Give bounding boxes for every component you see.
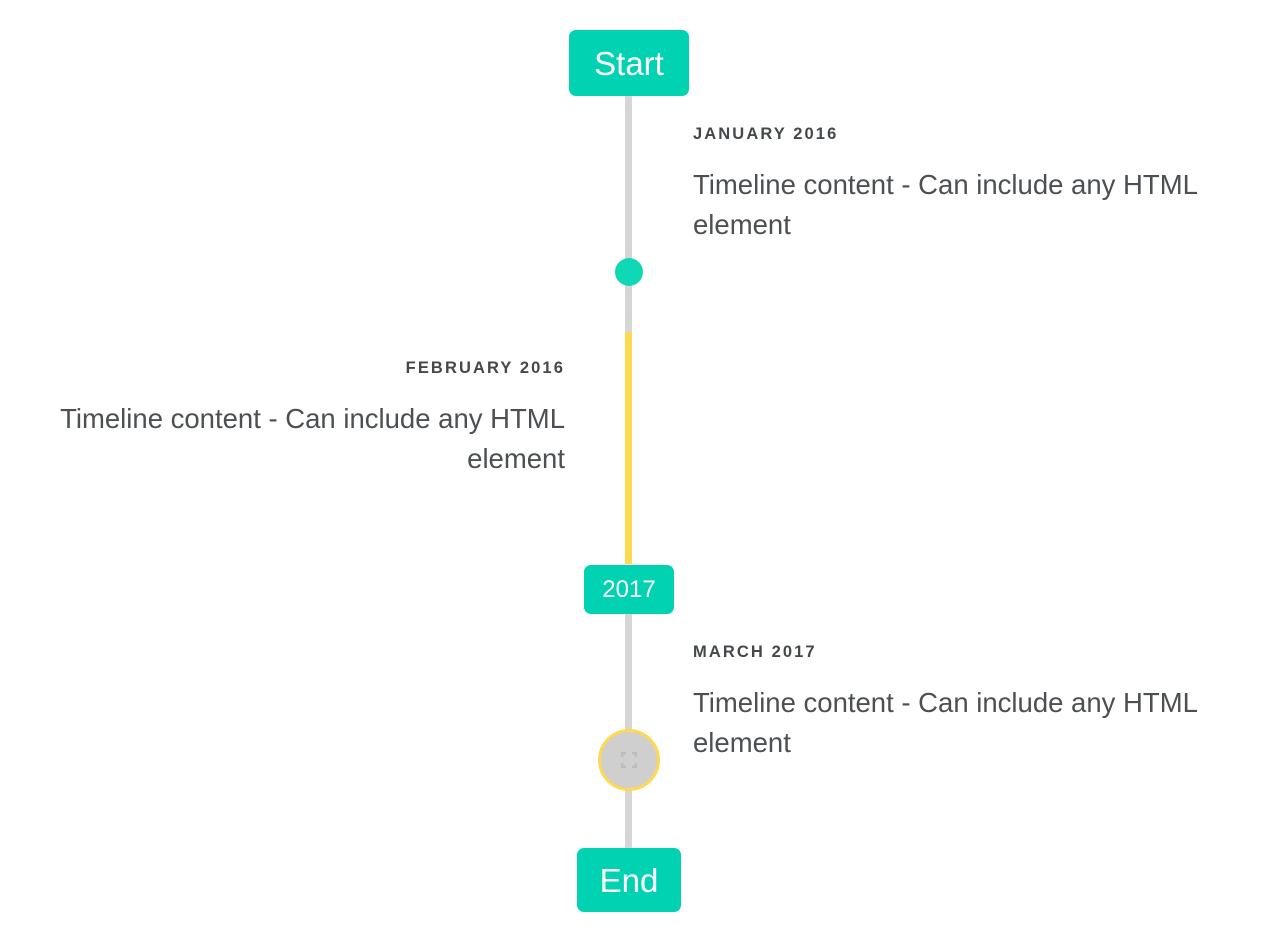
timeline-event-text: Timeline content - Can include any HTML … <box>693 686 1197 758</box>
broken-image-glyph <box>621 752 637 768</box>
timeline-start-badge[interactable]: Start <box>569 30 689 96</box>
timeline-event-body: JANUARY 2016 Timeline content - Can incl… <box>693 126 1217 245</box>
timeline-event-label: FEBRUARY 2016 <box>405 359 565 377</box>
timeline-axis-segment-highlighted <box>625 332 632 564</box>
timeline-event-label: MARCH 2017 <box>693 643 817 661</box>
dot-icon[interactable] <box>615 258 643 286</box>
timeline-axis-segment-top <box>625 96 632 332</box>
timeline-end-badge[interactable]: End <box>577 848 681 912</box>
timeline-event-text: Timeline content - Can include any HTML … <box>693 168 1197 240</box>
timeline-year-badge-2017[interactable]: 2017 <box>584 565 674 614</box>
broken-image-icon[interactable] <box>598 729 660 791</box>
timeline-event-body: MARCH 2017 Timeline content - Can includ… <box>693 644 1217 763</box>
timeline-event-text: Timeline content - Can include any HTML … <box>60 402 565 474</box>
timeline-event-label: JANUARY 2016 <box>693 125 839 143</box>
timeline-event-body: FEBRUARY 2016 Timeline content - Can inc… <box>41 360 565 479</box>
